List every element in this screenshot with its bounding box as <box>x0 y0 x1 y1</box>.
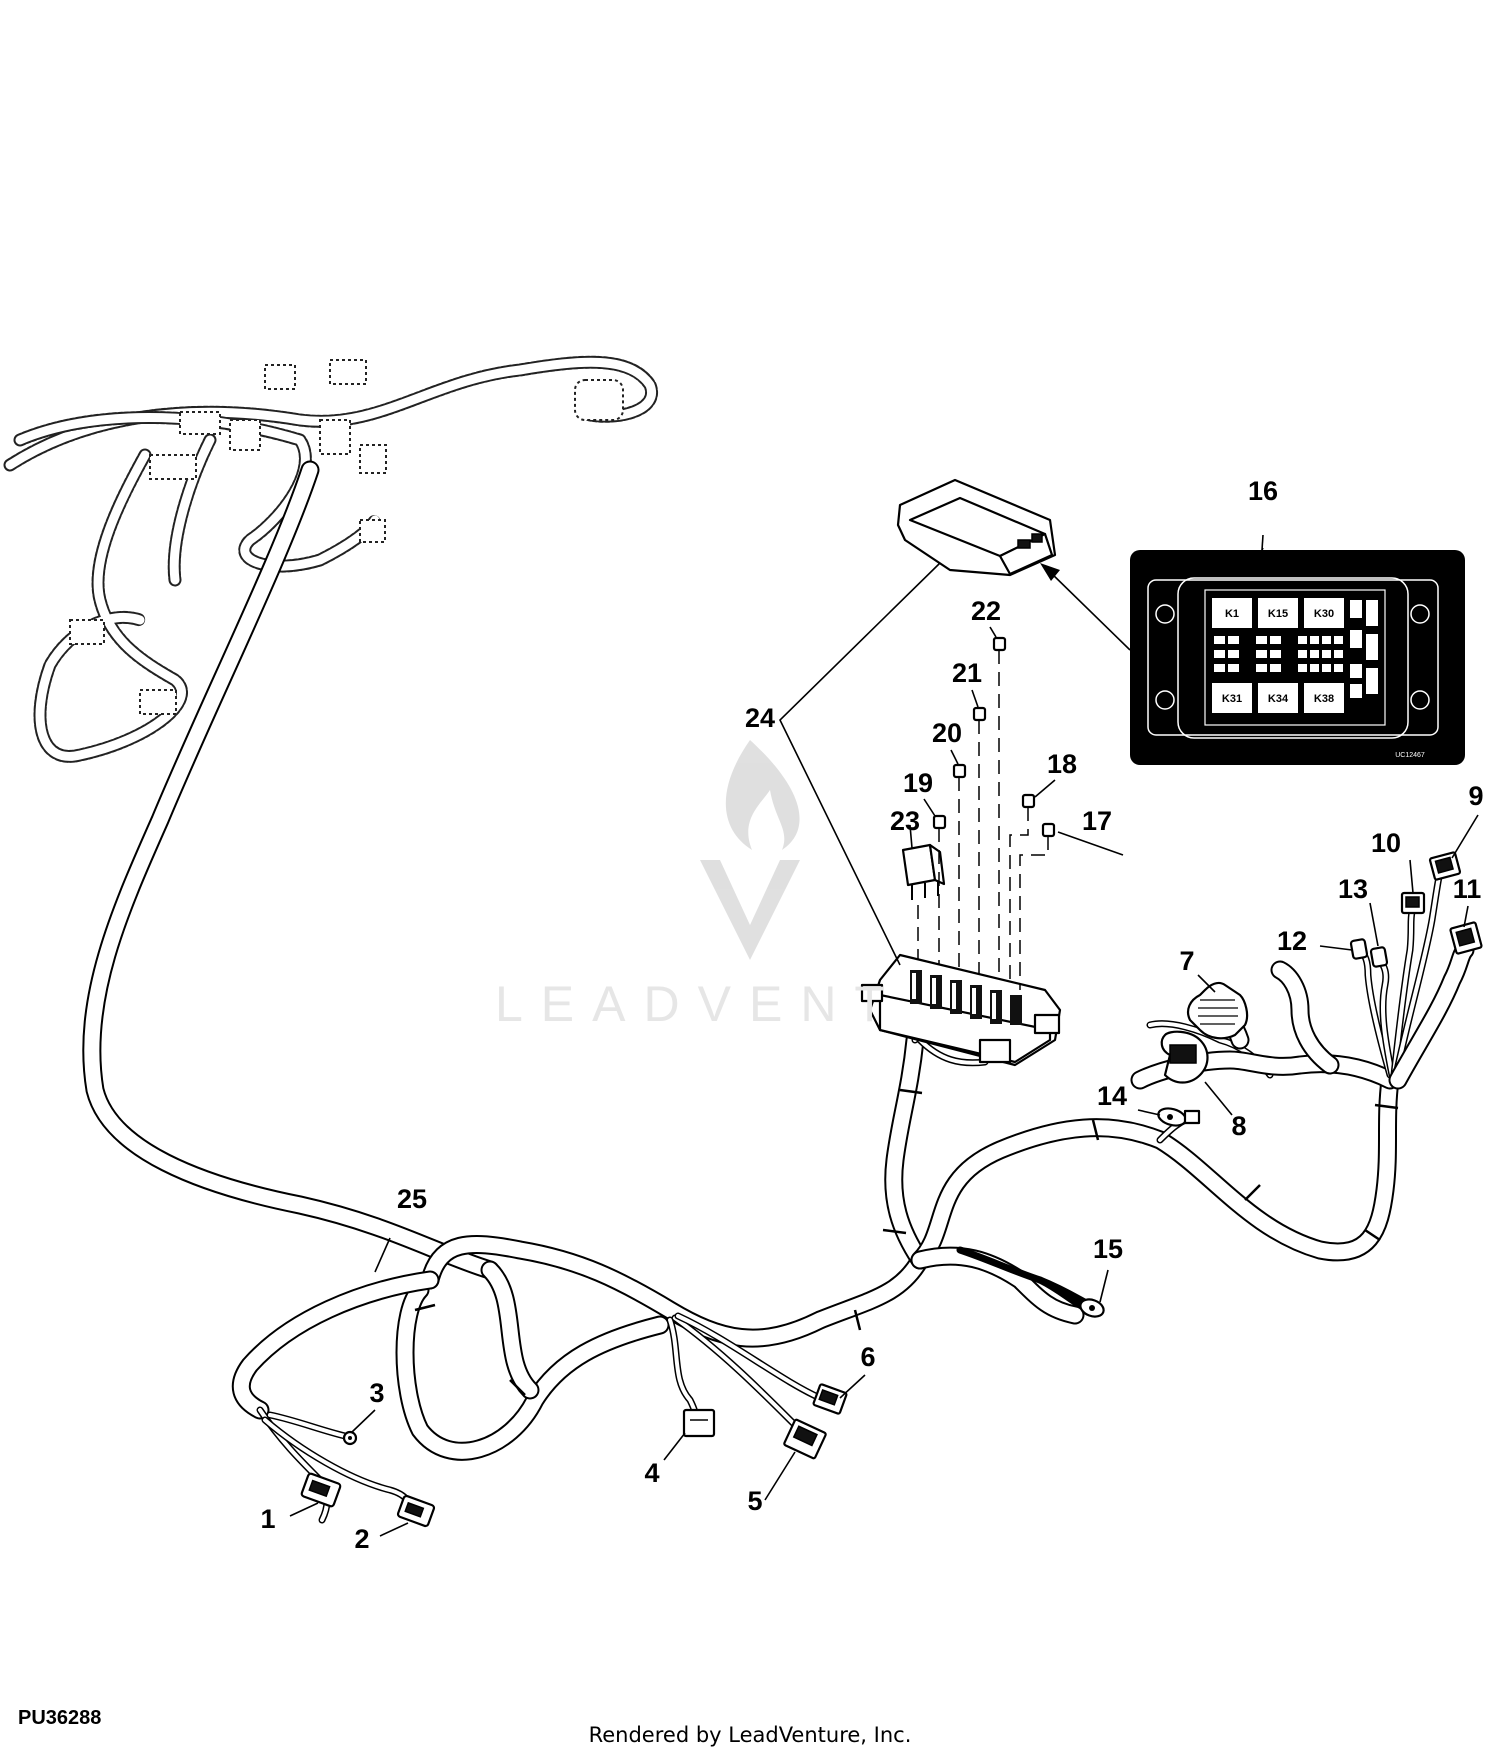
callout-5: 5 <box>747 1486 762 1516</box>
fuse-17 <box>1041 822 1056 838</box>
callout-16: 16 <box>1248 476 1278 506</box>
callout-23: 23 <box>890 806 920 836</box>
connector-7 <box>1186 981 1249 1040</box>
callout-25: 25 <box>397 1184 427 1214</box>
connector-6 <box>812 1383 848 1415</box>
relay-23 <box>901 843 946 900</box>
callout-7: 7 <box>1179 946 1194 976</box>
branch-wires <box>256 868 1475 1524</box>
connectors <box>300 851 1483 1528</box>
leader-lines <box>289 534 1479 1537</box>
connector-5 <box>783 1418 827 1460</box>
footer-credit: Rendered by LeadVenture, Inc. <box>588 1723 912 1747</box>
relay-label-k30: K30 <box>1314 608 1334 620</box>
fuse-20 <box>952 763 967 779</box>
watermark-text: LEADVENT <box>495 976 903 1032</box>
ring-terminal-14 <box>1157 1107 1201 1127</box>
callout-2: 2 <box>354 1524 369 1554</box>
ring-terminal-3 <box>342 1430 358 1446</box>
callout-10: 10 <box>1371 828 1401 858</box>
callout-13: 13 <box>1338 874 1368 904</box>
callout-14: 14 <box>1097 1081 1127 1111</box>
connector-13 <box>1369 946 1389 968</box>
callout-12: 12 <box>1277 926 1307 956</box>
connector-8 <box>1160 1030 1209 1084</box>
connector-9 <box>1428 851 1462 881</box>
connector-4 <box>682 1408 716 1438</box>
fuse-22 <box>992 636 1007 652</box>
inset-code: UC12467 <box>1395 752 1425 759</box>
callout-9: 9 <box>1468 781 1483 811</box>
fuse-relay-block <box>860 953 1062 1067</box>
callout-1: 1 <box>260 1504 275 1534</box>
fuse-box-cover <box>896 478 1057 577</box>
connector-12 <box>1349 938 1369 960</box>
main-harness-trunk <box>82 460 1400 1461</box>
callout-8: 8 <box>1231 1111 1246 1141</box>
fuse-21 <box>972 706 987 722</box>
callout-15: 15 <box>1093 1234 1123 1264</box>
callout-19: 19 <box>903 768 933 798</box>
relay-label-k38: K38 <box>1314 693 1334 705</box>
relay-label-k34: K34 <box>1268 693 1289 705</box>
watermark-logo <box>700 740 800 960</box>
fuse-19 <box>932 814 947 830</box>
figure-id: PU36288 <box>18 1707 102 1729</box>
fuse-18 <box>1021 793 1036 809</box>
callout-18: 18 <box>1047 749 1077 779</box>
callout-22: 22 <box>971 596 1001 626</box>
relay-label-k15: K15 <box>1268 608 1288 620</box>
callout-labels: 1 2 3 4 5 6 7 8 9 10 11 12 13 14 15 16 1… <box>260 476 1483 1554</box>
connector-10 <box>1400 891 1426 915</box>
relay-label-k1: K1 <box>1225 608 1239 620</box>
connector-2 <box>396 1494 436 1528</box>
relay-label-k31: K31 <box>1222 693 1242 705</box>
callout-17: 17 <box>1082 806 1112 836</box>
assembly-lines <box>917 650 1049 990</box>
connector-1 <box>300 1472 342 1508</box>
callout-3: 3 <box>369 1378 384 1408</box>
connector-11 <box>1449 921 1483 955</box>
callout-24: 24 <box>745 703 775 733</box>
callout-21: 21 <box>952 658 982 688</box>
ghost-harness <box>3 355 658 763</box>
ring-terminal-15 <box>1036 1276 1105 1318</box>
callout-6: 6 <box>860 1342 875 1372</box>
inset-panel-16: K1 K15 K30 K31 K34 K38 UC12467 <box>1130 550 1465 765</box>
callout-11: 11 <box>1453 874 1482 904</box>
callout-20: 20 <box>932 718 962 748</box>
callout-4: 4 <box>644 1458 659 1488</box>
